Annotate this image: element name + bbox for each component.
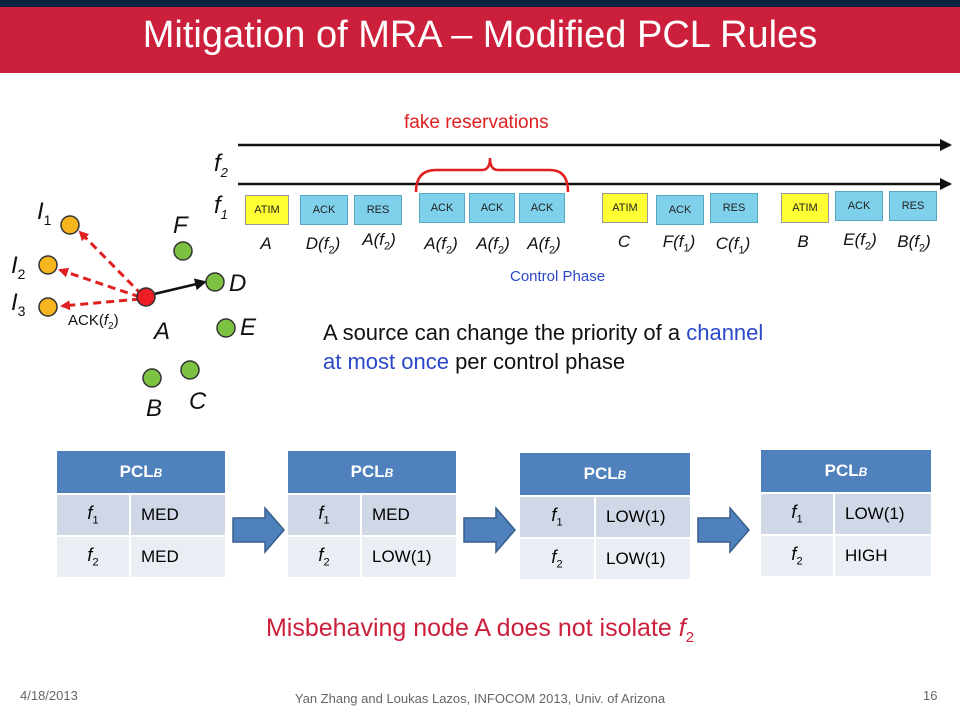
node-a: [136, 287, 156, 307]
slot-label-10: B: [797, 232, 809, 251]
slot-label-12: B(f2): [897, 232, 931, 255]
slot-12-res: RES: [889, 191, 937, 221]
label-c: C: [189, 388, 207, 415]
pcl-value: LOW(1): [595, 537, 690, 579]
slot-4-ack: ACK: [419, 193, 465, 223]
node-c: [180, 360, 200, 380]
label-i3: I3: [11, 289, 26, 319]
label-i1: I1: [37, 198, 52, 228]
label-e: E: [240, 314, 257, 341]
footer-date: 4/18/2013: [20, 688, 78, 703]
pcl-header: PCLB: [288, 451, 456, 494]
slot-label-1: A: [260, 234, 272, 253]
slot-label-9: C(f1): [715, 234, 751, 257]
node-f: [173, 241, 193, 261]
node-e: [216, 318, 236, 338]
slot-label-6: A(f2): [527, 234, 561, 257]
node-i2: [38, 255, 58, 275]
ack-arrow-i3: [60, 297, 141, 311]
transition-arrow-3: [697, 505, 750, 555]
footer-credit: Yan Zhang and Loukas Lazos, INFOCOM 2013…: [294, 691, 666, 706]
slot-8-ack: ACK: [656, 195, 704, 225]
slot-label-2: D(f2): [305, 234, 341, 257]
pcl-value: LOW(1): [834, 492, 931, 535]
pcl-header: PCLB: [57, 451, 225, 494]
pcl-header: PCLB: [761, 450, 931, 493]
slot-label-11: E(f2): [843, 230, 877, 253]
pcl-value: MED: [361, 493, 456, 536]
ack-arrow-i1: [78, 230, 144, 297]
slot-7-atim: ATIM: [602, 193, 648, 223]
label-d: D: [229, 270, 247, 297]
slot-6-ack: ACK: [519, 193, 565, 223]
title-bar: [0, 7, 960, 73]
node-i1: [60, 215, 80, 235]
pcl-value: HIGH: [834, 534, 931, 576]
transition-arrow-1: [232, 505, 285, 555]
ack-arrow-i2: [58, 267, 141, 299]
pcl-value: LOW(1): [595, 495, 690, 538]
label-i2: I2: [11, 252, 26, 282]
channel-label-f2: f2: [214, 150, 228, 180]
slot-1-atim: ATIM: [245, 195, 289, 225]
page-number: 16: [923, 688, 938, 703]
control-phase-label: Control Phase: [510, 268, 606, 285]
label-f: F: [173, 212, 188, 239]
slot-3-res: RES: [354, 195, 402, 225]
slot-11-ack: ACK: [835, 191, 883, 221]
fake-reservations-brace: [414, 157, 570, 193]
node-b: [142, 368, 162, 388]
slot-10-atim: ATIM: [781, 193, 829, 223]
conclusion-text: Misbehaving node A does not isolate f2: [265, 614, 695, 646]
slide-title: Mitigation of MRA – Modified PCL Rules: [142, 14, 818, 56]
slot-label-3: A(f2): [362, 230, 396, 253]
slot-label-5: A(f2): [476, 234, 510, 257]
pcl-value: MED: [130, 535, 225, 577]
top-strip: [0, 0, 960, 7]
node-i3: [38, 297, 58, 317]
slot-label-8: F(f1): [662, 232, 696, 255]
pcl-value: LOW(1): [361, 535, 456, 577]
arrow-a-to-d: [149, 278, 207, 297]
ack-label: ACK(f2): [68, 312, 119, 332]
channel-label-f1: f1: [214, 192, 228, 222]
fake-reservations-label: fake reservations: [404, 112, 549, 133]
priority-rule-statement: A source can change the priority of a ch…: [323, 320, 764, 374]
label-b: B: [146, 395, 163, 422]
slot-label-7: C: [617, 232, 631, 251]
pcl-value: MED: [130, 493, 225, 536]
pcl-header: PCLB: [520, 453, 690, 496]
slot-9-res: RES: [710, 193, 758, 223]
slot-label-4: A(f2): [424, 234, 458, 257]
transition-arrow-2: [463, 505, 516, 555]
label-a: A: [154, 318, 171, 345]
slot-2-ack: ACK: [300, 195, 348, 225]
node-d: [205, 272, 225, 292]
slot-5-ack: ACK: [469, 193, 515, 223]
